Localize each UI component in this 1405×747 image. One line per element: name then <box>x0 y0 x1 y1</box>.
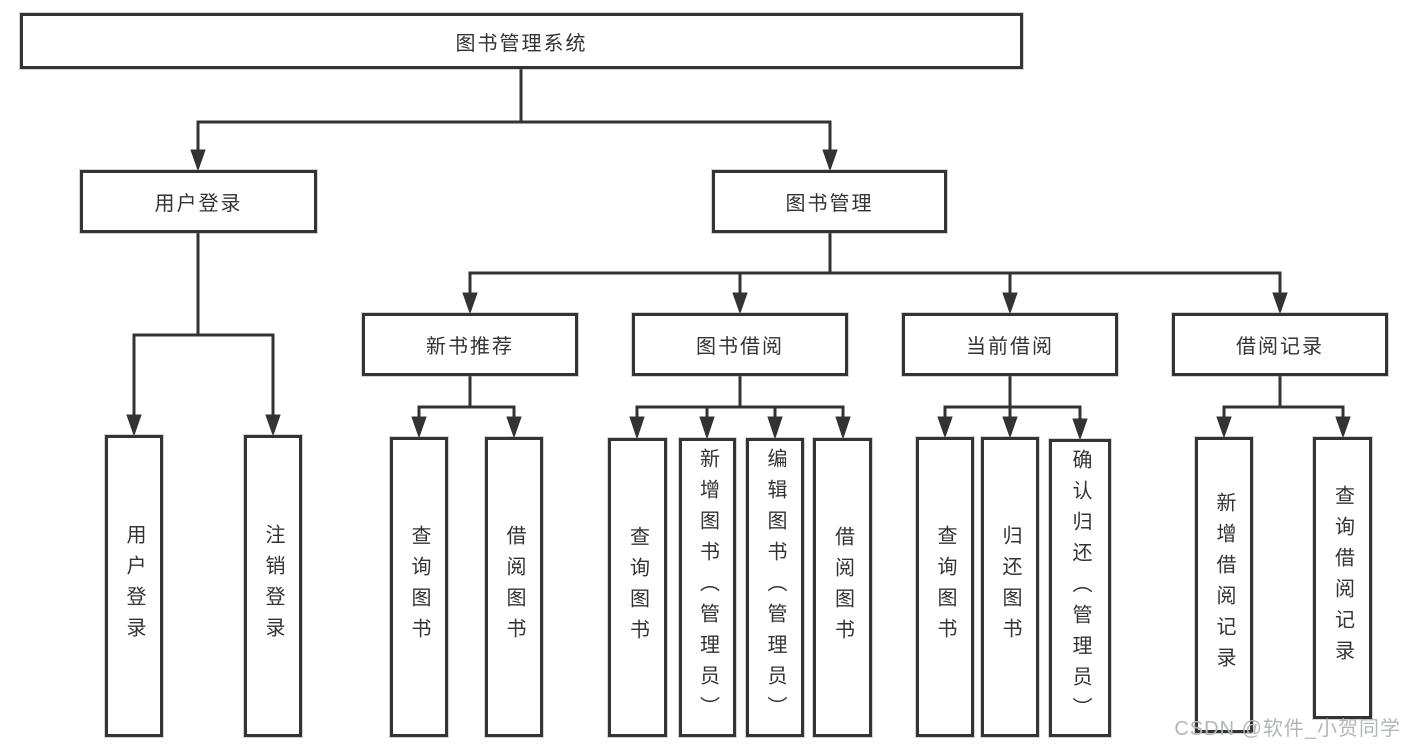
connector-current-borrow-to-leaves <box>937 376 1088 441</box>
leaf-label: 确认归还（管理员） <box>1069 448 1091 728</box>
leaf-return-book: 归还图书 <box>981 437 1039 737</box>
node-user-login: 用户登录 <box>80 170 317 233</box>
connector-new-book-to-leaves <box>411 376 522 439</box>
leaf-confirm-return-admin: 确认归还（管理员） <box>1049 439 1111 737</box>
leaf-query-books-recommend: 查询图书 <box>390 437 448 737</box>
leaf-user-login: 用户登录 <box>105 435 163 737</box>
connector-user-login-to-leaves <box>126 233 281 437</box>
node-book-management: 图书管理 <box>712 170 947 233</box>
leaf-logout-label: 注销登录 <box>262 524 284 648</box>
csdn-watermark: CSDN @软件_小贺同学 <box>1174 718 1401 740</box>
leaf-label: 编辑图书（管理员） <box>764 448 786 727</box>
leaf-label: 借阅图书 <box>503 525 525 649</box>
leaf-borrow-books-recommend: 借阅图书 <box>485 437 543 737</box>
connector-book-management-to-level3 <box>462 233 1288 315</box>
leaf-borrow-books: 借阅图书 <box>813 438 872 737</box>
node-borrowing-records: 借阅记录 <box>1172 313 1388 376</box>
connector-borrow-record-to-leaves <box>1216 376 1351 439</box>
leaf-logout: 注销登录 <box>244 435 302 737</box>
leaf-query-books-current: 查询图书 <box>916 437 974 737</box>
leaf-add-book-admin: 新增图书（管理员） <box>679 438 736 737</box>
connector-root-to-level2 <box>190 69 838 172</box>
node-current-borrowing: 当前借阅 <box>902 313 1118 376</box>
leaf-user-login-label: 用户登录 <box>123 524 145 648</box>
leaf-label: 新增图书（管理员） <box>696 448 719 727</box>
node-root-library-management-system: 图书管理系统 <box>20 13 1023 69</box>
leaf-label: 查询图书 <box>408 525 430 649</box>
leaf-query-borrow-record: 查询借阅记录 <box>1313 437 1372 719</box>
leaf-query-books-borrow: 查询图书 <box>608 438 667 737</box>
leaf-label: 查询图书 <box>934 525 956 649</box>
connector-book-borrow-to-leaves <box>629 376 851 440</box>
node-new-book-recommendation: 新书推荐 <box>362 313 578 376</box>
leaf-label: 归还图书 <box>999 525 1021 649</box>
leaf-label: 查询图书 <box>626 525 649 650</box>
leaf-edit-book-admin: 编辑图书（管理员） <box>746 438 804 737</box>
leaf-label: 借阅图书 <box>831 525 854 650</box>
leaf-label: 新增借阅记录 <box>1213 492 1235 678</box>
node-book-borrowing: 图书借阅 <box>632 313 848 376</box>
leaf-add-borrow-record: 新增借阅记录 <box>1195 437 1253 733</box>
leaf-label: 查询借阅记录 <box>1331 485 1354 671</box>
